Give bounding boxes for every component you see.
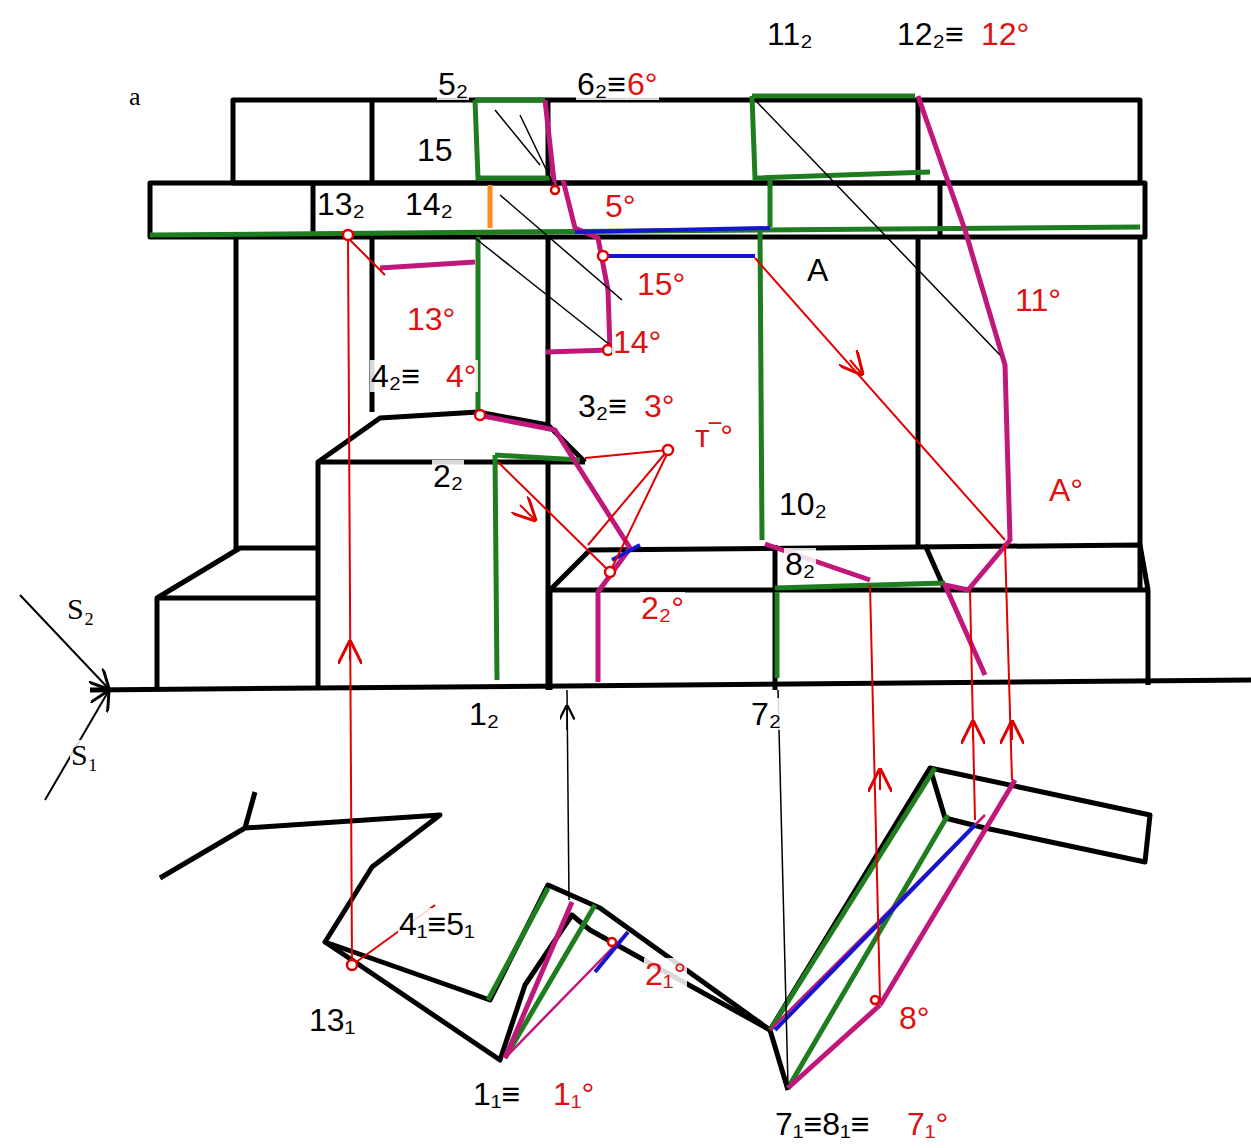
point-label: 10₂ — [778, 488, 828, 520]
point-label: S₂ — [66, 594, 95, 624]
shadow-point-label: 2₁° — [644, 958, 687, 990]
shadow-point-label: 15° — [636, 268, 686, 300]
point-label: 14₂ — [404, 188, 454, 220]
shadow-point-label: т‾° — [694, 420, 734, 452]
point-label: 5₂ — [437, 68, 469, 100]
point-label: 8₂ — [784, 548, 816, 580]
point-label: 1₂ — [468, 698, 500, 730]
shadow-point-label: 11° — [1014, 284, 1062, 316]
point-label: A — [806, 254, 829, 286]
shadow-point-label: 2₂° — [640, 592, 685, 624]
shadow-point-label: 12° — [980, 18, 1030, 50]
shadow-point-label: 4° — [445, 360, 478, 392]
point-label: 4₂≡ — [370, 360, 421, 392]
point-label: 7₁≡8₁≡ — [774, 1108, 871, 1140]
point-label: 13₂ — [316, 188, 366, 220]
point-label: S₁ — [70, 740, 99, 770]
shadow-point-label: 8° — [898, 1002, 931, 1034]
point-label: 4₁≡5₁ — [398, 908, 476, 940]
point-label: 6₂≡ — [576, 68, 627, 100]
shadow-point-label: 7₁° — [906, 1108, 949, 1140]
point-label: a — [128, 84, 142, 110]
point-label: 7₂ — [750, 698, 782, 730]
shadow-point-label: 1₁° — [552, 1078, 595, 1110]
point-label: 3₂≡ — [577, 390, 628, 422]
shadow-point-label: A° — [1048, 474, 1084, 506]
point-label: 13₁ — [308, 1004, 356, 1036]
point-label: 1₁≡ — [472, 1078, 521, 1110]
shadow-point-label: 13° — [406, 303, 456, 335]
point-label: 12₂≡ — [896, 18, 965, 50]
shadow-point-label: 6° — [626, 68, 659, 100]
shadow-point-label: 14° — [612, 326, 662, 358]
shadow-point-label: 5° — [604, 190, 637, 222]
point-label: 11₂ — [766, 18, 814, 50]
point-label: 2₂ — [432, 460, 464, 492]
point-label: 15 — [416, 134, 454, 166]
shadow-point-label: 3° — [643, 390, 676, 422]
